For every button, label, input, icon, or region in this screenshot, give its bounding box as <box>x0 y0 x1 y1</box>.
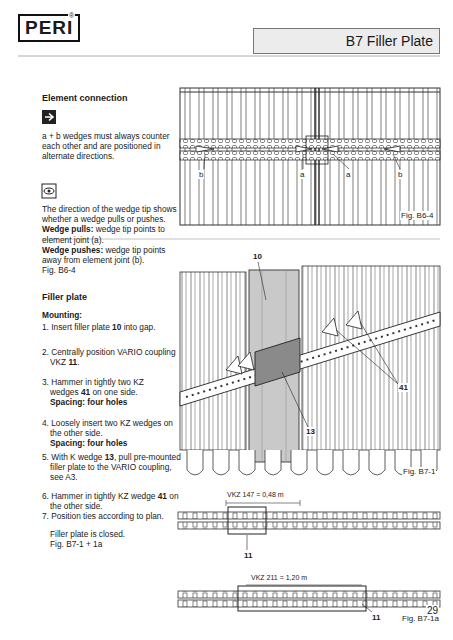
callout-label: a <box>299 170 305 179</box>
text-block: 4. Loosely insert two KZ wedges on the o… <box>42 418 186 449</box>
callout-label: VKZ 147 = 0,48 m <box>226 491 285 499</box>
callout-label: 11 <box>243 551 253 560</box>
callout-label: Fig. B7-1 <box>402 467 436 476</box>
body-text: Wedge pushes: <box>42 245 103 255</box>
logo-text: PERI <box>25 17 73 38</box>
body-text: on one side. <box>92 387 137 397</box>
body-text: Fig. B6-4 <box>42 265 76 275</box>
text-block: 2. Centrally position VARIO coupling VKZ… <box>42 347 186 367</box>
body-text: 10 <box>112 322 121 332</box>
text-block: Filler plate <box>42 292 178 302</box>
body-text: Wedge pulls: <box>42 224 93 234</box>
text-block: Mounting: <box>42 310 178 320</box>
callout-label: 11 <box>371 613 381 622</box>
text-block: The direction of the wedge tip shows whe… <box>42 204 178 275</box>
callout-label: a <box>345 170 351 179</box>
text-block: 1. Insert filler plate10into gap. <box>42 322 186 332</box>
body-text: Spacing: four holes <box>50 438 127 448</box>
body-text: 1. Insert filler plate <box>42 322 110 332</box>
text-block: 6. Hammer in tightly KZ wedge41on the ot… <box>42 491 186 511</box>
page-number: 29 <box>426 605 439 616</box>
body-text: 11 <box>68 357 77 367</box>
text-block: 3. Hammer in tightly two KZ wedges41on o… <box>42 377 186 408</box>
body-text: Element connection <box>42 93 128 103</box>
body-text: Spacing: four holes <box>50 397 127 407</box>
body-text: 4. Loosely insert two KZ wedges on the o… <box>42 418 173 438</box>
body-text: 7. Position ties according to plan. <box>42 511 164 521</box>
text-block: a + b wedges must always counter each ot… <box>42 131 178 162</box>
body-text: Filler plate is closed. <box>50 529 125 539</box>
callout-label: VKZ 211 = 1,20 m <box>250 574 308 582</box>
callout-label: 10 <box>252 252 263 261</box>
title-box: B7 Filler Plate <box>253 28 440 54</box>
body-text: Fig. B7-1 + 1a <box>50 539 102 549</box>
body-text: 41 <box>158 491 167 501</box>
body-text: into gap. <box>124 322 156 332</box>
text-block: Element connection <box>42 93 178 103</box>
body-text: 5. With K wedge <box>42 452 102 462</box>
text-block: Filler plate is closed.Fig. B7-1 + 1a <box>42 529 186 549</box>
text-block: 7. Position ties according to plan. <box>42 511 186 521</box>
callout-label: 41 <box>398 383 409 392</box>
body-text: . <box>77 357 79 367</box>
body-text: 2. Centrally position VARIO coupling VKZ <box>42 347 176 367</box>
body-text: 41 <box>81 387 90 397</box>
text-block: 5. With K wedge13, pull pre-mounted fill… <box>42 452 186 483</box>
body-text: Filler plate <box>42 292 87 302</box>
body-text: The direction of the wedge tip shows whe… <box>42 204 177 224</box>
callout-label: ® <box>68 12 75 20</box>
callout-label: b <box>397 170 403 179</box>
body-text: a + b wedges must always counter each ot… <box>42 131 170 161</box>
callout-label: b <box>198 170 204 179</box>
body-text: 6. Hammer in tightly KZ wedge <box>42 491 155 501</box>
callout-label: 13 <box>305 427 316 436</box>
body-text: Mounting: <box>42 310 82 320</box>
callout-label: Fig. B6-4 <box>400 211 434 220</box>
body-text: 13 <box>105 452 114 462</box>
page-title: B7 Filler Plate <box>346 33 433 49</box>
